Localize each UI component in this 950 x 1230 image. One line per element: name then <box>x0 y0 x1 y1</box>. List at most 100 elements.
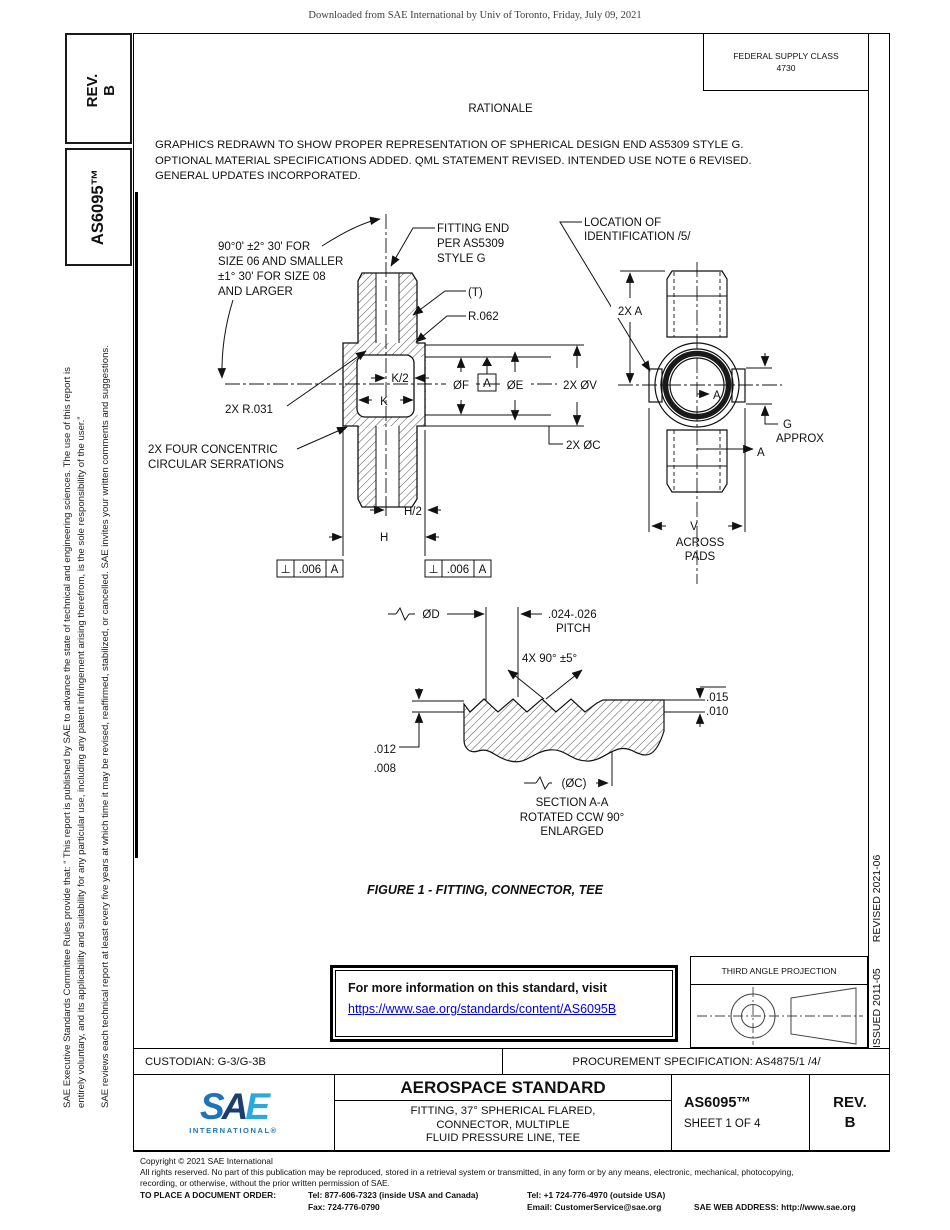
rationale-line-2: OPTIONAL MATERIAL SPECIFICATIONS ADDED. … <box>155 154 752 167</box>
svg-text:.006: .006 <box>299 564 321 576</box>
rights-line-2: recording, or otherwise, without the pri… <box>140 1178 390 1188</box>
fcf-right <box>424 559 492 578</box>
dim-h-half: H/2 <box>404 506 422 518</box>
figure-caption: FIGURE 1 - FITTING, CONNECTOR, TEE <box>367 883 604 897</box>
datum-triangle-icon <box>482 357 492 366</box>
tol-left: .012 <box>374 744 396 756</box>
custodian-row: CUSTODIAN: G-3/G-3B PROCUREMENT SPECIFIC… <box>133 1048 890 1075</box>
dimensions <box>217 216 778 791</box>
svg-text:A: A <box>331 564 339 576</box>
pitch-dim: .024-.026 <box>548 609 597 621</box>
svg-text:.008: .008 <box>374 763 396 775</box>
section-title: SECTION A-A <box>536 797 609 809</box>
serrations-note: 2X FOUR CONCENTRIC <box>148 444 278 456</box>
order-label: TO PLACE A DOCUMENT ORDER: <box>140 1190 277 1200</box>
tel-outside: Tel: +1 724-776-4970 (outside USA) <box>527 1190 666 1200</box>
sheet-number: SHEET 1 OF 4 <box>684 1118 761 1130</box>
svg-text:±1° 30' FOR SIZE 08: ±1° 30' FOR SIZE 08 <box>218 271 326 283</box>
datum-a-label: A <box>483 378 491 390</box>
sae-logo: SAE INTERNATIONAL® <box>133 1075 335 1150</box>
third-angle-projection-icon <box>697 987 863 1045</box>
fcf-perp-icon: ⊥ <box>280 564 290 576</box>
revised-date: REVISED 2021-06 <box>871 854 883 943</box>
location-id-note: LOCATION OF <box>584 217 661 229</box>
svg-text:.006: .006 <box>447 564 469 576</box>
standard-title: FITTING, 37° SPHERICAL FLARED, CONNECTOR… <box>410 1105 596 1145</box>
doc-number: AS6095™ <box>684 1095 751 1111</box>
radius-031-label: 2X R.031 <box>225 404 273 416</box>
logo-letter-s: S <box>199 1086 225 1127</box>
rationale-title: RATIONALE <box>468 103 533 115</box>
section-arrow-a-lower: A <box>757 447 765 459</box>
rights-line-1: All rights reserved. No part of this pub… <box>140 1167 794 1177</box>
section-arrow-a-upper: A <box>713 390 721 402</box>
more-info-box: For more information on this standard, v… <box>330 965 678 1042</box>
web-address: SAE WEB ADDRESS: http://www.sae.org <box>694 1202 856 1212</box>
doc-number-box: AS6095™ <box>65 148 132 266</box>
more-info-heading: For more information on this standard, v… <box>348 981 608 995</box>
svg-text:SIZE 06 AND SMALLER: SIZE 06 AND SMALLER <box>218 256 343 268</box>
svg-text:STYLE G: STYLE G <box>437 253 486 265</box>
rationale-text: GRAPHICS REDRAWN TO SHOW PROPER REPRESEN… <box>155 138 870 185</box>
standard-link[interactable]: https://www.sae.org/standards/content/AS… <box>348 1002 617 1016</box>
dim-dia-c-ref: (ØC) <box>562 778 587 790</box>
angle-note: 90°0' ±2° 30' FOR <box>218 241 310 253</box>
radius-062-label: R.062 <box>468 311 499 323</box>
rationale-line-1: GRAPHICS REDRAWN TO SHOW PROPER REPRESEN… <box>155 139 744 151</box>
dim-k: K <box>380 396 388 408</box>
disclaimer-line-3: SAE reviews each technical report at lea… <box>100 345 111 1108</box>
standard-type-heading: AEROSPACE STANDARD <box>335 1075 671 1101</box>
email-line: Email: CustomerService@sae.org <box>527 1202 662 1212</box>
svg-text:A: A <box>479 564 487 576</box>
t-ref-label: (T) <box>468 287 483 299</box>
rev-value: B <box>100 85 118 96</box>
dim-k-half: K/2 <box>391 373 408 385</box>
issued-column-line <box>868 33 869 1048</box>
fitting-end-note: FITTING END <box>437 223 509 235</box>
svg-text:IDENTIFICATION /5/: IDENTIFICATION /5/ <box>584 231 691 243</box>
tol-right: .015 <box>706 692 728 704</box>
dim-g: G <box>783 419 792 431</box>
disclaimer-line-2: entirely voluntary, and its applicabilit… <box>76 416 87 1108</box>
front-view <box>225 214 584 512</box>
projection-label: THIRD ANGLE PROJECTION <box>691 957 867 985</box>
svg-text:ENLARGED: ENLARGED <box>540 826 603 838</box>
rationale-line-3: GENERAL UPDATES INCORPORATED. <box>155 170 361 182</box>
download-watermark: Downloaded from SAE International by Uni… <box>308 10 642 21</box>
fsc-label: FEDERAL SUPPLY CLASS <box>733 50 839 61</box>
svg-text:AND LARGER: AND LARGER <box>218 286 293 298</box>
issued-date: ISSUED 2011-05 <box>871 968 883 1048</box>
svg-text:.010: .010 <box>706 706 728 718</box>
logo-letter-a: A <box>221 1086 249 1127</box>
logo-subtext: INTERNATIONAL® <box>189 1126 278 1135</box>
across-pads-label: ACROSS <box>676 537 725 549</box>
angle-4x-label: 4X 90° ±5° <box>522 653 577 665</box>
copyright-line: Copyright © 2021 SAE International <box>140 1156 273 1166</box>
logo-letter-e: E <box>245 1086 270 1127</box>
dim-dia-d: ØD <box>422 609 439 621</box>
side-view <box>618 262 782 584</box>
fcf-perp-icon-2: ⊥ <box>428 564 438 576</box>
dim-2x-a: 2X A <box>618 306 643 318</box>
section-aa <box>463 698 665 763</box>
title-block: SAE INTERNATIONAL® AEROSPACE STANDARD FI… <box>133 1075 890 1152</box>
procurement-cell: PROCUREMENT SPECIFICATION: AS4875/1 /4/ <box>572 1055 821 1068</box>
svg-text:PADS: PADS <box>685 551 716 563</box>
sheet-inner-border <box>135 192 138 858</box>
rev-label: REV. <box>83 73 101 108</box>
svg-text:ROTATED CCW 90°: ROTATED CCW 90° <box>520 812 624 824</box>
fsc-value: 4730 <box>776 62 796 73</box>
dim-h: H <box>380 532 388 544</box>
svg-text:CIRCULAR SERRATIONS: CIRCULAR SERRATIONS <box>148 459 284 471</box>
tel-inside: Tel: 877-606-7323 (inside USA and Canada… <box>308 1190 479 1200</box>
issued-revised-edge: ISSUED 2011-05 REVISED 2021-06 <box>871 756 889 1048</box>
svg-text:PER AS5309: PER AS5309 <box>437 238 504 250</box>
dim-2x-dia-c: 2X ØC <box>566 440 601 452</box>
dim-v: V <box>690 521 698 533</box>
disclaimer-line-1: SAE Executive Standards Committee Rules … <box>62 367 73 1108</box>
rev-cell: REV. B <box>833 1093 867 1131</box>
third-angle-projection-box: THIRD ANGLE PROJECTION <box>690 956 868 1048</box>
svg-text:PITCH: PITCH <box>556 623 591 635</box>
federal-supply-class-box: FEDERAL SUPPLY CLASS 4730 <box>703 33 868 91</box>
dim-dia-f: ØF <box>453 380 469 392</box>
